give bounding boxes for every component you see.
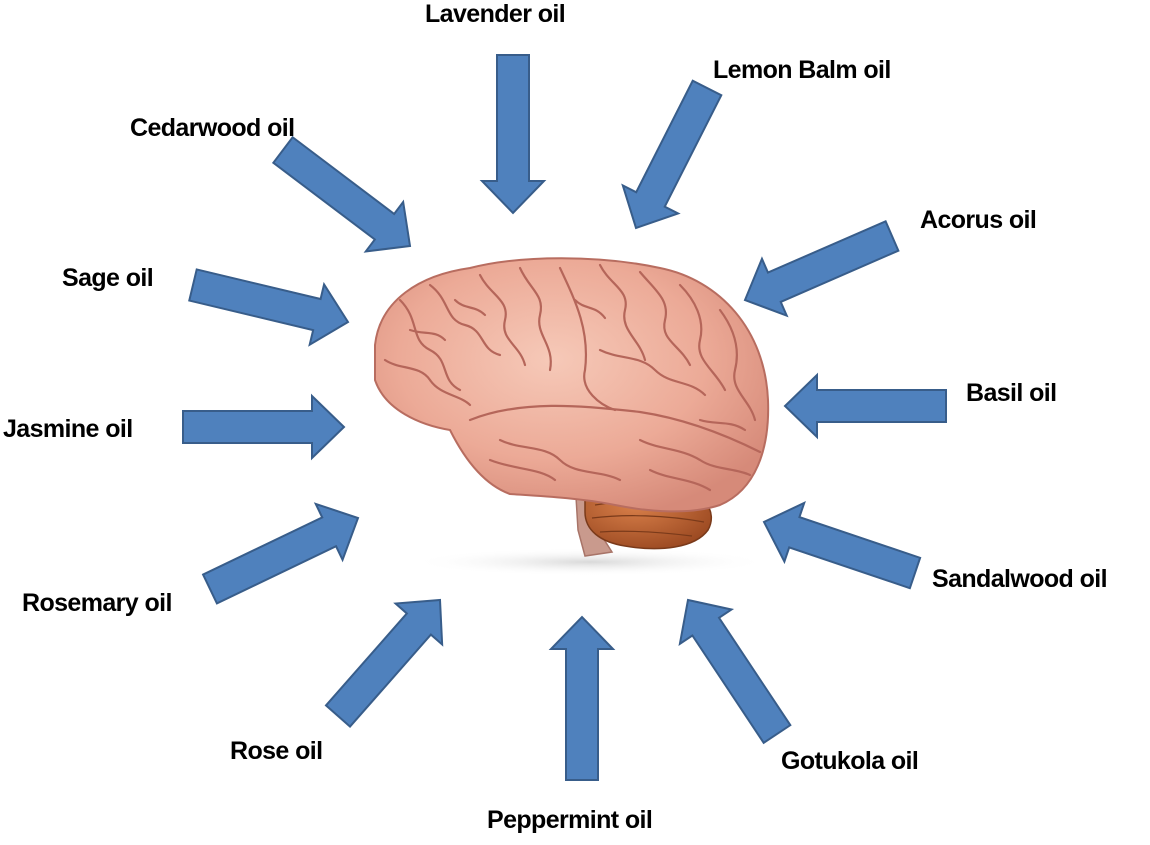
arrow-cedarwood bbox=[271, 135, 412, 253]
arrow-rosemary bbox=[201, 502, 360, 605]
brain-image bbox=[374, 257, 770, 576]
arrow-gotukola bbox=[678, 598, 792, 745]
label-jasmine-oil: Jasmine oil bbox=[3, 415, 133, 443]
arrow-sage bbox=[188, 268, 350, 347]
label-sage-oil: Sage oil bbox=[62, 264, 154, 292]
arrow-jasmine bbox=[182, 393, 346, 461]
label-lavender-oil: Lavender oil bbox=[425, 0, 566, 28]
label-lemon-balm-oil: Lemon Balm oil bbox=[713, 56, 891, 84]
label-basil-oil: Basil oil bbox=[966, 379, 1057, 407]
arrow-lemon-balm bbox=[621, 79, 723, 230]
label-cedarwood-oil: Cedarwood oil bbox=[130, 114, 295, 142]
label-sandalwood-oil: Sandalwood oil bbox=[932, 565, 1108, 593]
label-acorus-oil: Acorus oil bbox=[920, 206, 1037, 234]
arrow-sandalwood bbox=[762, 500, 922, 590]
label-peppermint-oil: Peppermint oil bbox=[487, 806, 653, 834]
label-rose-oil: Rose oil bbox=[230, 737, 323, 765]
arrow-rose bbox=[324, 598, 444, 728]
arrow-basil bbox=[783, 372, 947, 440]
label-rosemary-oil: Rosemary oil bbox=[22, 589, 172, 617]
label-gotukola-oil: Gotukola oil bbox=[781, 747, 919, 775]
arrow-lavender bbox=[479, 54, 547, 215]
arrow-peppermint bbox=[548, 615, 616, 781]
arrow-acorus bbox=[743, 220, 900, 318]
